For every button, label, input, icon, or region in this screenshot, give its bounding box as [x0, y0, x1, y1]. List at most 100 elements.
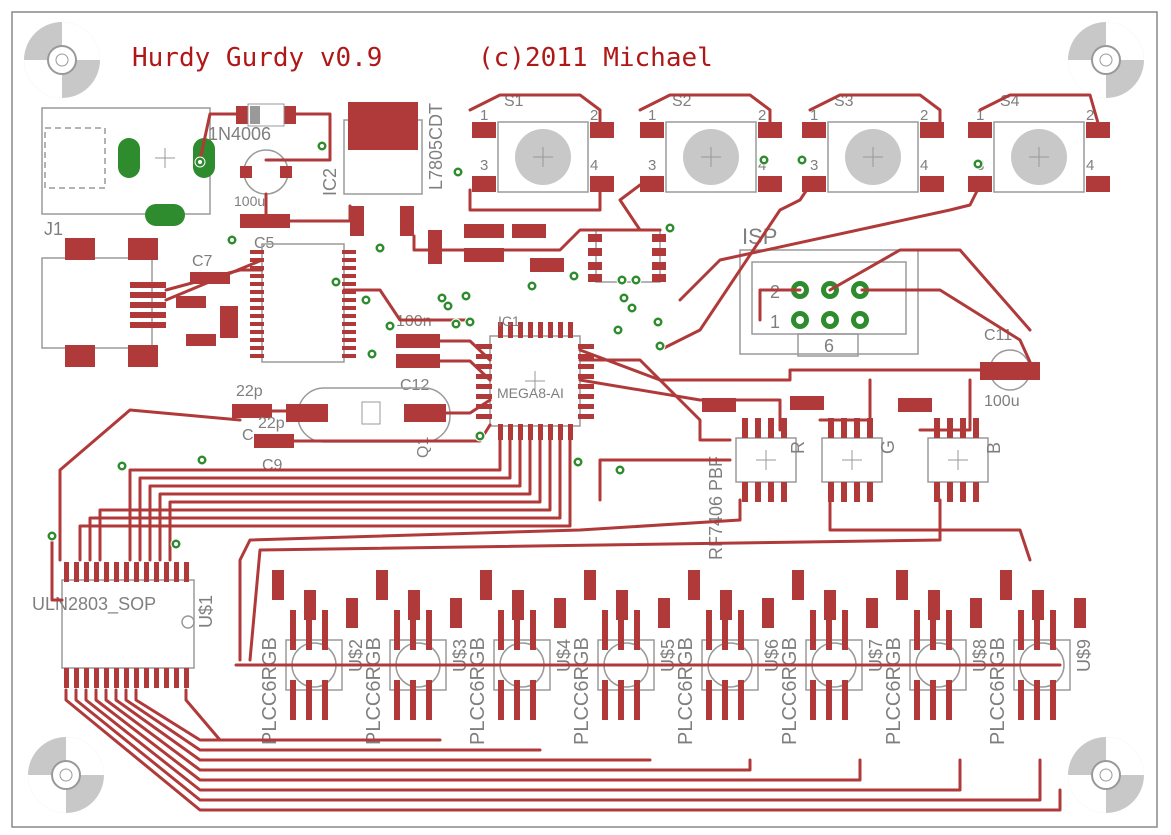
- cap-top-1: [428, 230, 442, 264]
- led-pin: [602, 680, 608, 720]
- board-outline: [11, 11, 1158, 828]
- resistor-pad: [658, 598, 670, 628]
- chip-pin: [342, 338, 356, 342]
- mcu-pin: [578, 384, 594, 389]
- mosfet-pin: [781, 482, 787, 502]
- via-hole: [530, 284, 534, 288]
- board-copyright: (c)2011 Michael: [478, 43, 713, 73]
- switch-pin-label: 3: [810, 157, 818, 174]
- mcu-mega8: [476, 322, 594, 440]
- led-package-label: PLCC6RGB: [987, 637, 1009, 745]
- uln-pin: [104, 668, 109, 688]
- mosfet-pin: [742, 482, 748, 502]
- led-pin: [394, 680, 400, 720]
- led-ref-label: U$9: [1074, 639, 1094, 672]
- resistor-pad: [1000, 570, 1012, 600]
- uln-pin: [164, 668, 169, 688]
- led-package-label: PLCC6RGB: [259, 637, 281, 745]
- uln-pin: [124, 562, 129, 582]
- via-hole: [468, 320, 472, 324]
- led-package-label: PLCC6RGB: [883, 637, 905, 745]
- switch-pin-label: 3: [480, 157, 488, 174]
- resistor-pad: [898, 398, 932, 412]
- chip-pin: [250, 346, 264, 350]
- chip-pin: [342, 314, 356, 318]
- uln-pin: [64, 668, 69, 688]
- mcu-pin: [476, 384, 492, 389]
- switch-pad: [920, 176, 944, 192]
- mosfet-pin: [973, 482, 979, 502]
- dc-jack: [41, 107, 215, 226]
- mcu-pin: [568, 424, 573, 440]
- uln-pin: [74, 668, 79, 688]
- via-hole: [320, 144, 324, 148]
- led-pin: [1018, 610, 1024, 650]
- chip-pin: [342, 250, 356, 254]
- led-package-label: PLCC6RGB: [675, 637, 697, 745]
- mosfet-pin: [755, 418, 761, 438]
- resistor-pad: [792, 570, 804, 600]
- mosfet-pin: [854, 482, 860, 502]
- mosfet-r-label: R: [788, 441, 808, 454]
- led-pin: [322, 680, 328, 720]
- mosfet-pin: [854, 418, 860, 438]
- chip-pin: [250, 338, 264, 342]
- via-hole: [762, 158, 766, 162]
- led-pin: [530, 680, 536, 720]
- chip-pin: [342, 306, 356, 310]
- mosfet-pin: [742, 418, 748, 438]
- via-hole: [618, 468, 622, 472]
- led-pin: [634, 610, 640, 650]
- switch-pad: [758, 176, 782, 192]
- chip-pin: [342, 330, 356, 334]
- via-hole: [976, 162, 980, 166]
- mosfet-pin: [934, 418, 940, 438]
- via-hole: [800, 158, 804, 162]
- led-pin: [498, 610, 504, 650]
- isp-pad-hole: [856, 286, 864, 294]
- led-pin: [306, 610, 312, 650]
- mcu-pin: [518, 322, 523, 338]
- switch-pad: [590, 122, 614, 138]
- via-hole: [572, 274, 576, 278]
- uln-pin: [154, 562, 159, 582]
- mosfet-pin: [973, 418, 979, 438]
- isp-pad-hole: [796, 316, 804, 324]
- switch-pin-label: 4: [920, 157, 928, 174]
- isp-pin2-label: 2: [770, 282, 780, 302]
- switch-pin-label: 2: [920, 107, 928, 124]
- mounting-hole-top-left: [24, 22, 100, 98]
- switch-pad: [1086, 122, 1110, 138]
- uln-pin: [184, 562, 189, 582]
- mcu-pin: [548, 322, 553, 338]
- led-pin: [810, 610, 816, 650]
- led-pin: [290, 680, 296, 720]
- mcu-pin: [578, 354, 594, 359]
- switch-pad: [640, 122, 664, 138]
- switch-pad: [472, 122, 496, 138]
- switch-label: S3: [834, 93, 854, 110]
- resistor-pad: [272, 570, 284, 600]
- led-pin: [410, 680, 416, 720]
- j1-label: J1: [44, 219, 63, 239]
- switch-body: [827, 121, 919, 193]
- mcu-pin: [476, 344, 492, 349]
- led-pin: [946, 610, 952, 650]
- mcu-pin: [476, 394, 492, 399]
- chip-pin: [250, 250, 264, 254]
- chip-pin: [342, 274, 356, 278]
- mosfet-pin: [947, 482, 953, 502]
- mosfet-pin: [828, 482, 834, 502]
- c12-label: C12: [400, 377, 429, 394]
- uln-pin: [184, 668, 189, 688]
- mcu-pin: [538, 424, 543, 440]
- ic1-label: IC1: [498, 313, 520, 329]
- via-hole: [200, 458, 204, 462]
- copper-traces: [50, 93, 1102, 812]
- via-hole: [456, 170, 460, 174]
- mounting-hole-bottom-right: [1068, 737, 1144, 813]
- mosfet-pin: [828, 418, 834, 438]
- mcu-pin: [476, 404, 492, 409]
- resistor-pad: [896, 570, 908, 600]
